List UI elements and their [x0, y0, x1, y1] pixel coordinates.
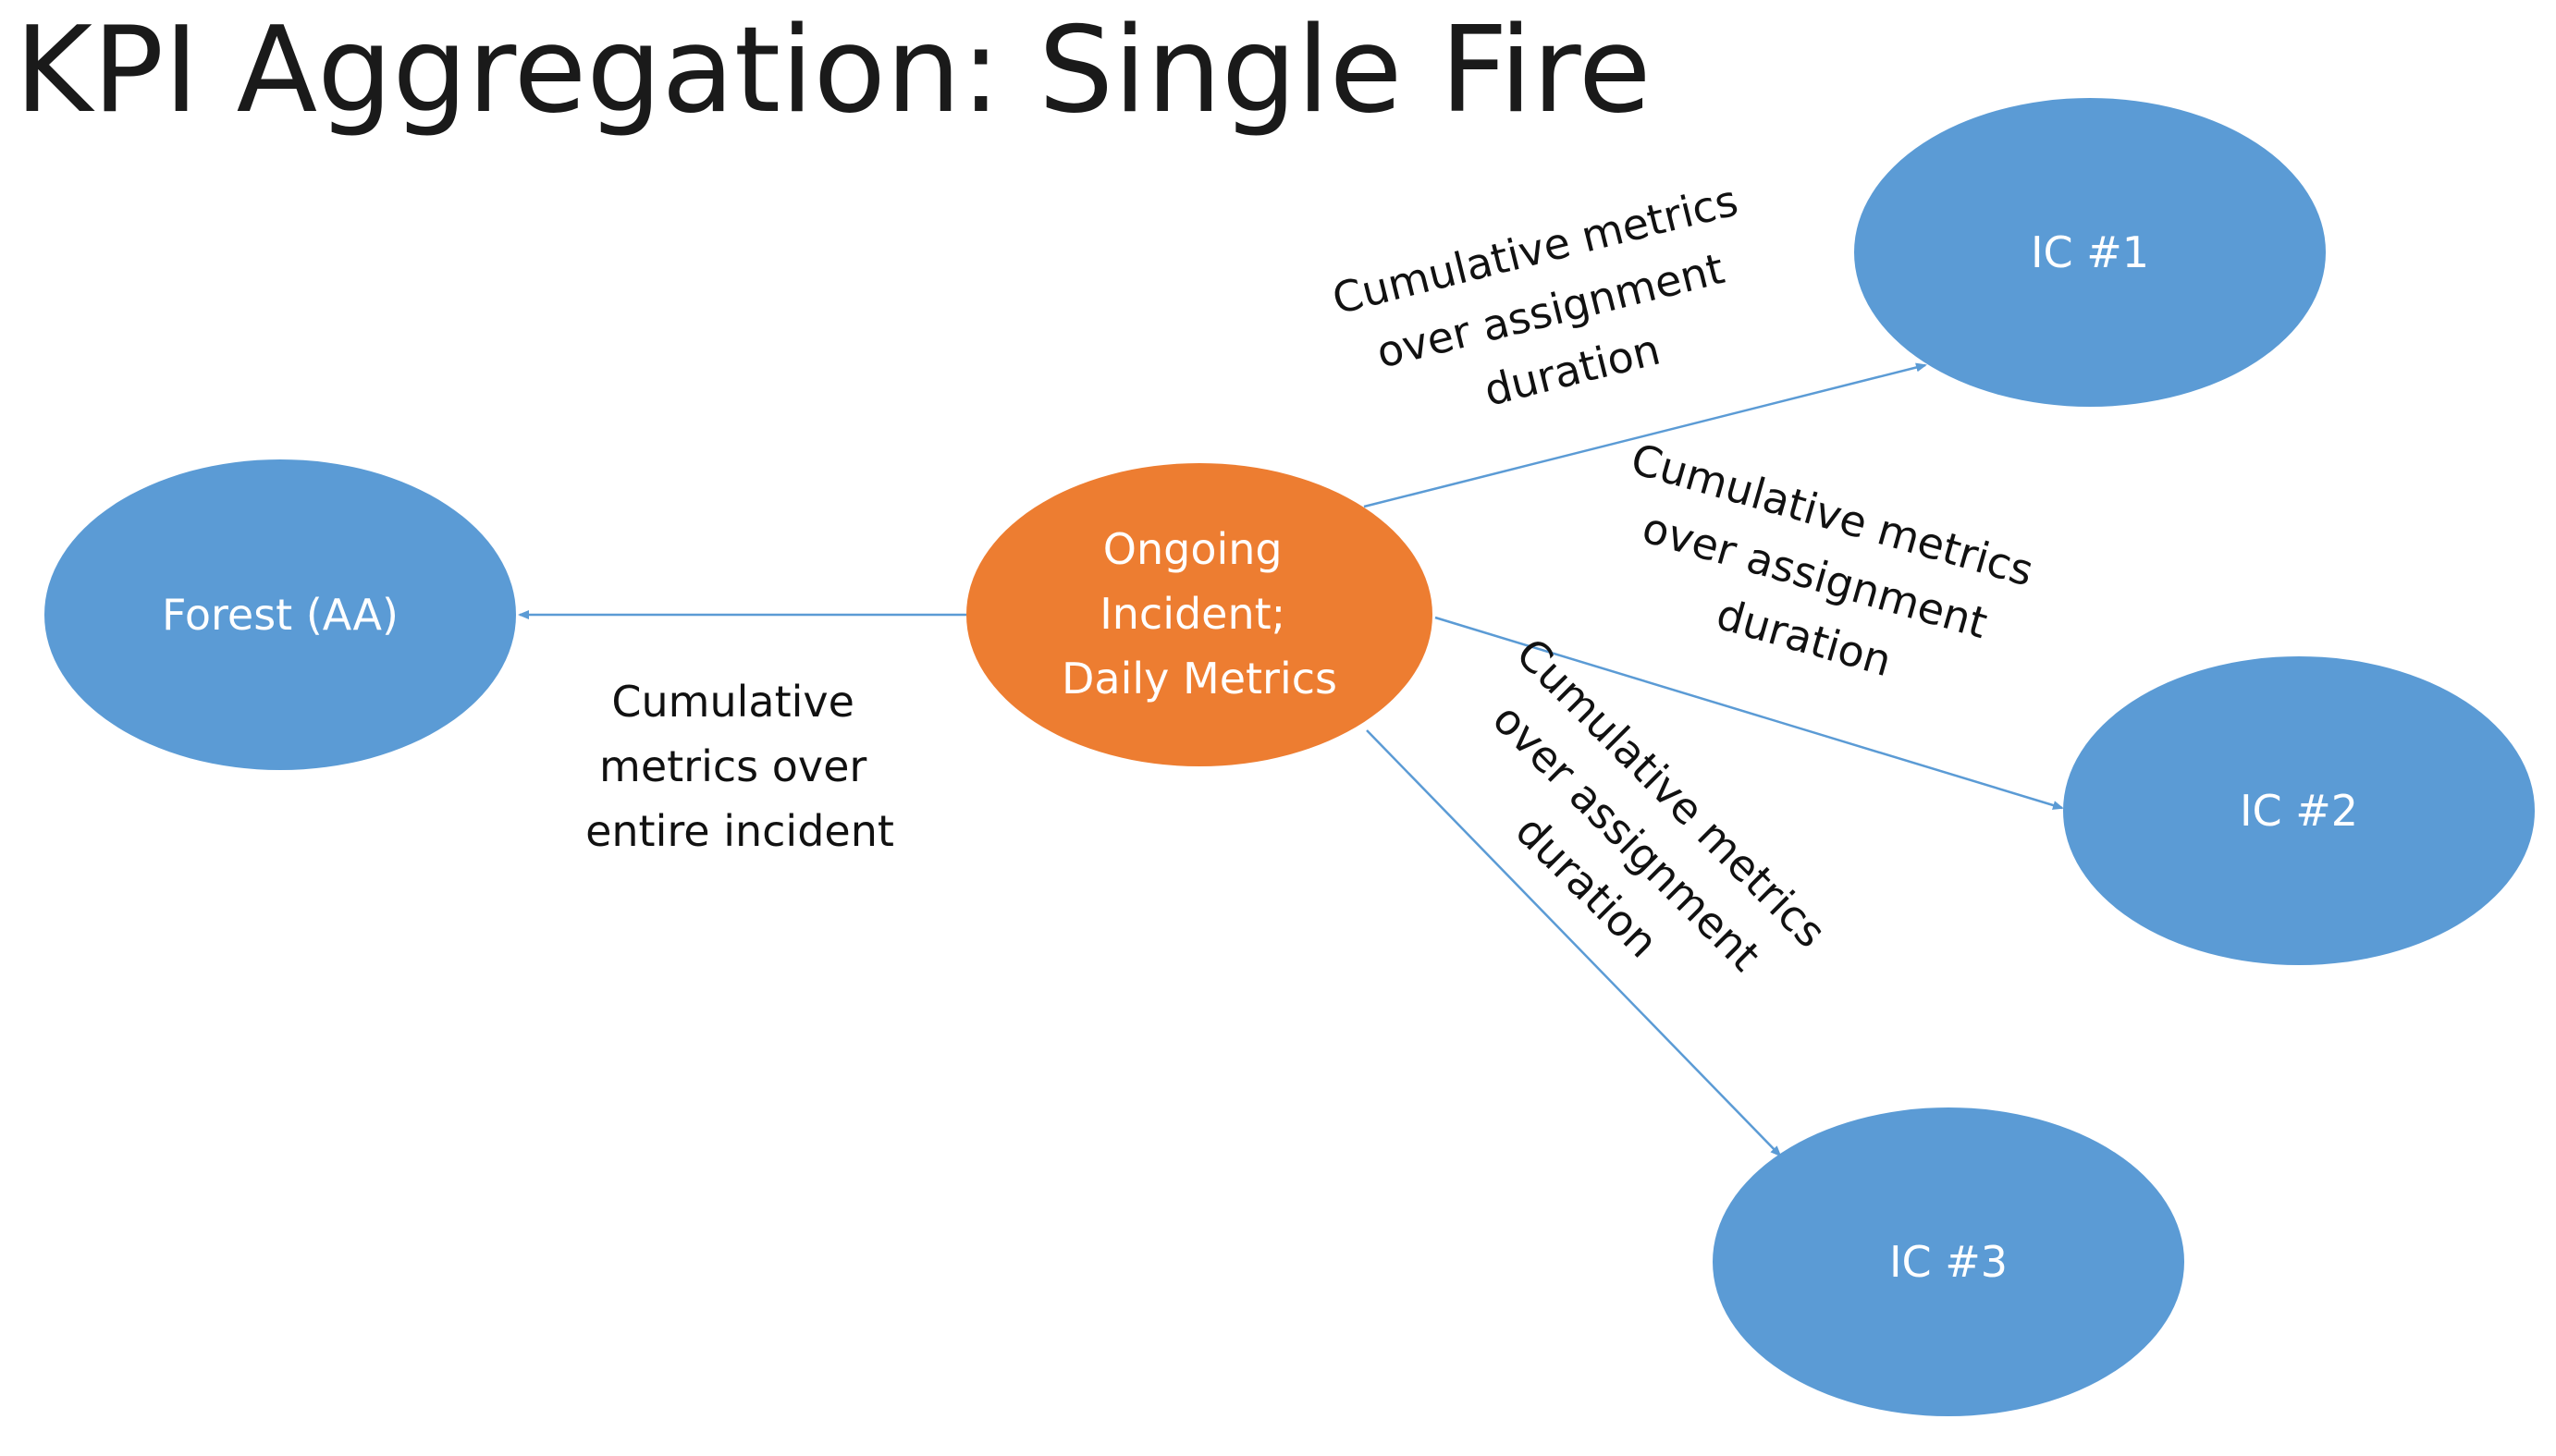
node-ic1-shape — [1854, 98, 2326, 407]
node-center: Ongoing Incident; Daily Metrics — [966, 463, 1432, 766]
edge-center-to-ic3 — [1366, 729, 1782, 1157]
node-center-line-3: Daily Metrics — [1062, 654, 1337, 704]
node-center-shape — [966, 463, 1432, 766]
diagram-title: KPI Aggregation: Single Fire — [15, 2, 1652, 140]
node-ic2: IC #2 — [2063, 656, 2535, 965]
node-center-line-2: Incident; — [1100, 589, 1285, 639]
node-forest-shape — [44, 459, 516, 770]
node-ic2-shape — [2063, 656, 2535, 965]
node-center-line-1: Ongoing — [1103, 524, 1283, 574]
node-ic3-label: IC #3 — [1889, 1237, 2008, 1287]
edge-label-forest-line-1: Cumulative — [611, 677, 854, 727]
edge-label-ic3: Cumulative metrics over assignment durat… — [1418, 629, 1845, 1056]
edge-label-ic3-text: Cumulative metrics over assignment durat… — [1418, 629, 1845, 1056]
edge-center-to-ic2 — [1434, 616, 2064, 810]
edge-label-ic1: Cumulative metrics over assignment durat… — [1328, 172, 1787, 447]
node-center-label: Ongoing Incident; Daily Metrics — [1062, 524, 1337, 704]
edge-label-forest-line-3: entire incident — [585, 806, 894, 856]
edge-label-ic2-text: Cumulative metrics over assignment durat… — [1591, 434, 2052, 721]
edge-label-ic1-text: Cumulative metrics over assignment durat… — [1328, 172, 1787, 447]
node-ic2-label: IC #2 — [2240, 786, 2358, 836]
node-ic1-label: IC #1 — [2031, 227, 2149, 277]
node-ic3-shape — [1713, 1107, 2184, 1416]
edge-label-forest-line-2: metrics over — [599, 741, 866, 791]
edge-label-ic2: Cumulative metrics over assignment durat… — [1591, 434, 2052, 721]
edge-center-to-ic1 — [1363, 362, 1927, 508]
node-forest-label: Forest (AA) — [162, 590, 399, 640]
edge-label-forest: Cumulative metrics over entire incident — [585, 677, 894, 856]
node-forest: Forest (AA) — [44, 459, 516, 770]
node-ic1: IC #1 — [1854, 98, 2326, 407]
node-ic3: IC #3 — [1713, 1107, 2184, 1416]
